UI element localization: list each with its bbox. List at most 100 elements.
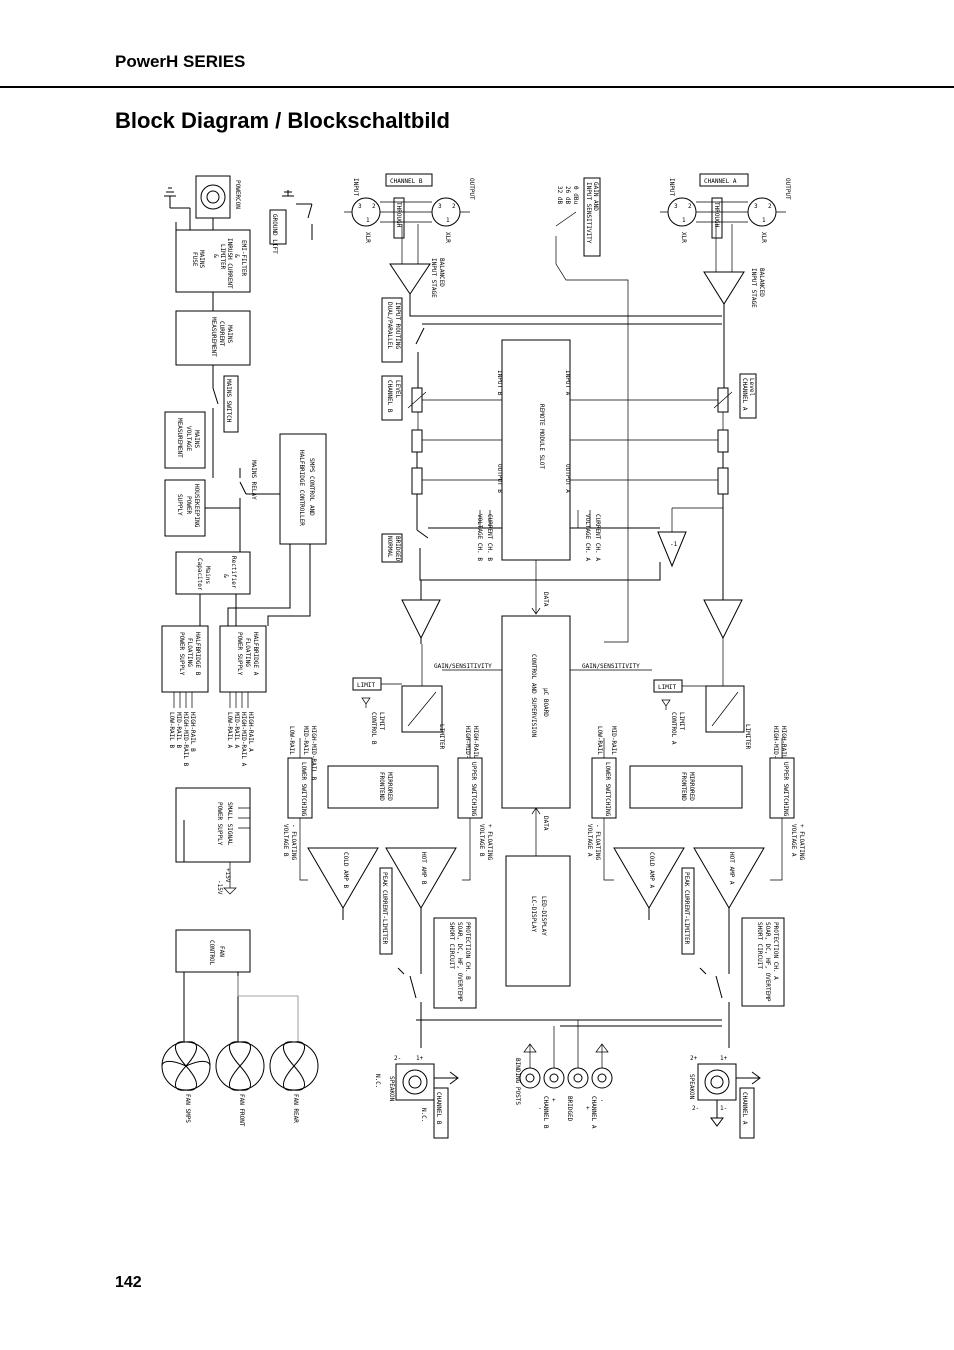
speakon-b-nc2: N.C. xyxy=(420,1108,427,1122)
ch-a-through-box xyxy=(711,197,723,239)
uc-board-1: µC BOARD xyxy=(542,688,549,717)
rail-a-2: MID-RAIL A xyxy=(233,712,240,749)
limiter-b-label: LIMITER xyxy=(438,724,445,750)
rail-a-mid: MID-RAIL A xyxy=(610,726,617,763)
speakon-b-label-box xyxy=(433,1087,449,1139)
speakon-a-label: SPEAKON xyxy=(688,1074,695,1100)
remote-output-a: OUTPUT A xyxy=(564,464,571,493)
limiter-a-label: LIMITER xyxy=(744,724,751,750)
ch-b-resistor-1 xyxy=(411,429,423,453)
mains-current-2: CURRENT xyxy=(218,321,225,347)
sens-1: 0 dBu xyxy=(572,186,579,204)
channel-b-section: INPUT OUTPUT CHANNEL B 3 2 1 3 2 1 XLR X… xyxy=(282,173,722,1139)
minus-float-b-2: VOLTAGE B xyxy=(282,824,289,857)
header-rule xyxy=(0,86,954,88)
halfbridge-a-2: FLOATING xyxy=(244,638,251,667)
level-a-box xyxy=(739,373,757,419)
emi-line-5: & xyxy=(212,254,219,258)
ch-a-label: CHANNEL A xyxy=(704,178,737,185)
ground-lift-label: GROUND LIFT xyxy=(271,214,278,254)
ch-b-xlr-in-label: XLR xyxy=(364,232,371,243)
rail-b-low: LOW-RAIL B xyxy=(288,726,295,763)
mirrored-b-1: MIRRORED xyxy=(386,772,393,801)
ch-a-buffer xyxy=(703,599,743,640)
plus-float-b-2: VOLTAGE B xyxy=(478,824,485,857)
page-title: Block Diagram / Blockschaltbild xyxy=(115,108,450,133)
fan-front-icon xyxy=(215,1041,265,1091)
rail-a-low: LOW-RAIL A xyxy=(596,726,603,763)
gain-sens-1: GAIN AND xyxy=(592,182,599,211)
rail-a-4: HIGH-RAIL A xyxy=(247,712,254,752)
rail-b-high-mid-2: HIGH-MID-RAIL B xyxy=(464,726,471,781)
hot-amp-b-label: HOT AMP B xyxy=(420,852,427,885)
binding-posts xyxy=(519,1067,613,1089)
cold-amp-b xyxy=(307,847,379,909)
input-routing-2: DUAL/PARALLEL xyxy=(386,302,393,349)
ch-a-out-pin2: 2 xyxy=(768,203,772,210)
ch-b-out-pin2: 2 xyxy=(452,203,456,210)
bridged-normal-box xyxy=(381,533,403,563)
limit-b-label: LIMIT xyxy=(357,682,375,689)
lower-sw-b-label: LOWER SWITCHING xyxy=(300,762,307,817)
ch-a-balanced-2: INPUT STAGE xyxy=(750,268,757,308)
ch-a-out-pin1: 1 xyxy=(762,217,766,224)
speakon-a-label-box xyxy=(739,1087,755,1139)
speakon-a-pin2p: 2+ xyxy=(690,1055,698,1062)
series-header: PowerH SERIES xyxy=(115,52,246,71)
plus-float-a-1: + FLOATING xyxy=(798,824,805,861)
halfbridge-a-block xyxy=(219,625,267,693)
rectifier-4: Capacitor xyxy=(196,558,203,591)
center-section: GAIN AND INPUT SENSITIVITY 0 dBu 26 dB 3… xyxy=(416,177,722,1129)
smps-control-1: SMPS CONTROL AND xyxy=(308,458,315,516)
limit-ctrl-b-1: LIMIT xyxy=(378,712,385,730)
remote-module-slot xyxy=(501,339,571,561)
peak-limiter-a-box xyxy=(681,867,695,955)
inverter-label: -1 xyxy=(670,541,678,548)
ch-b-label: CHANNEL B xyxy=(390,178,423,185)
housekeeping-block xyxy=(164,479,206,537)
emi-line-7: FUSE xyxy=(191,252,198,267)
page-number: 142 xyxy=(115,1274,142,1291)
small-signal-1: SMALL SIGNAL xyxy=(226,802,233,846)
rail-a-3: HIGH-MID-RAIL A xyxy=(240,712,247,767)
mains-voltage-block xyxy=(164,411,206,469)
rectifier-3: Mains xyxy=(204,566,211,584)
limit-ctrl-b-2: CONTROL B xyxy=(370,712,377,745)
level-b-1: LEVEL xyxy=(394,380,401,398)
speakon-b-label: SPEAKON xyxy=(388,1076,395,1102)
protection-b-2: SOAR, DC, HF, OVERTEMP xyxy=(456,922,463,1002)
rail-b-2: MID-RAIL B xyxy=(175,712,182,749)
rail-b-high: HIGH-RAIL B xyxy=(472,726,479,766)
level-a-2: CHANNEL A xyxy=(741,378,748,411)
remote-input-a: INPUT A xyxy=(564,370,571,396)
ch-b-input-label: INPUT xyxy=(352,178,359,196)
level-a-1: Level xyxy=(748,378,755,396)
bp-plus-2: + xyxy=(586,1105,590,1112)
ch-b-in-pin3: 3 xyxy=(358,203,362,210)
ch-a-in-pin1: 1 xyxy=(682,217,686,224)
ch-a-out-pin3: 3 xyxy=(754,203,758,210)
mains-switch-label: MAINS SWITCH xyxy=(225,379,232,423)
lower-switching-a xyxy=(591,757,617,819)
hot-amp-a xyxy=(693,847,765,909)
speakon-b xyxy=(395,1063,435,1101)
bridged-1: BRIDGED xyxy=(394,536,401,562)
housekeeping-2: POWER xyxy=(185,496,192,514)
speakon-a xyxy=(697,1063,737,1101)
mirrored-b-2: FRONTEND xyxy=(378,772,385,801)
rail-b-mid: MID-RAIL B xyxy=(302,726,309,763)
cur-b: CURRENT CH. B xyxy=(486,514,493,561)
small-signal-block xyxy=(175,787,251,863)
ch-b-label-box xyxy=(385,173,433,187)
mains-current-3: MEASUREMENT xyxy=(210,317,217,357)
ch-a-in-pin3: 3 xyxy=(674,203,678,210)
cold-amp-a-label: COLD AMP A xyxy=(648,852,655,889)
mains-voltage-3: MEASUREMENT xyxy=(176,418,183,458)
data-label-bottom: DATA xyxy=(542,816,549,831)
plus-float-a-2: VOLTAGE A xyxy=(790,824,797,857)
led-2: LC-DISPLAY xyxy=(530,896,537,933)
bp-minus-2: - xyxy=(600,1097,604,1104)
cold-amp-a xyxy=(613,847,685,909)
ch-b-out-pin3: 3 xyxy=(438,203,442,210)
fan-control-1: FAN xyxy=(218,946,225,957)
